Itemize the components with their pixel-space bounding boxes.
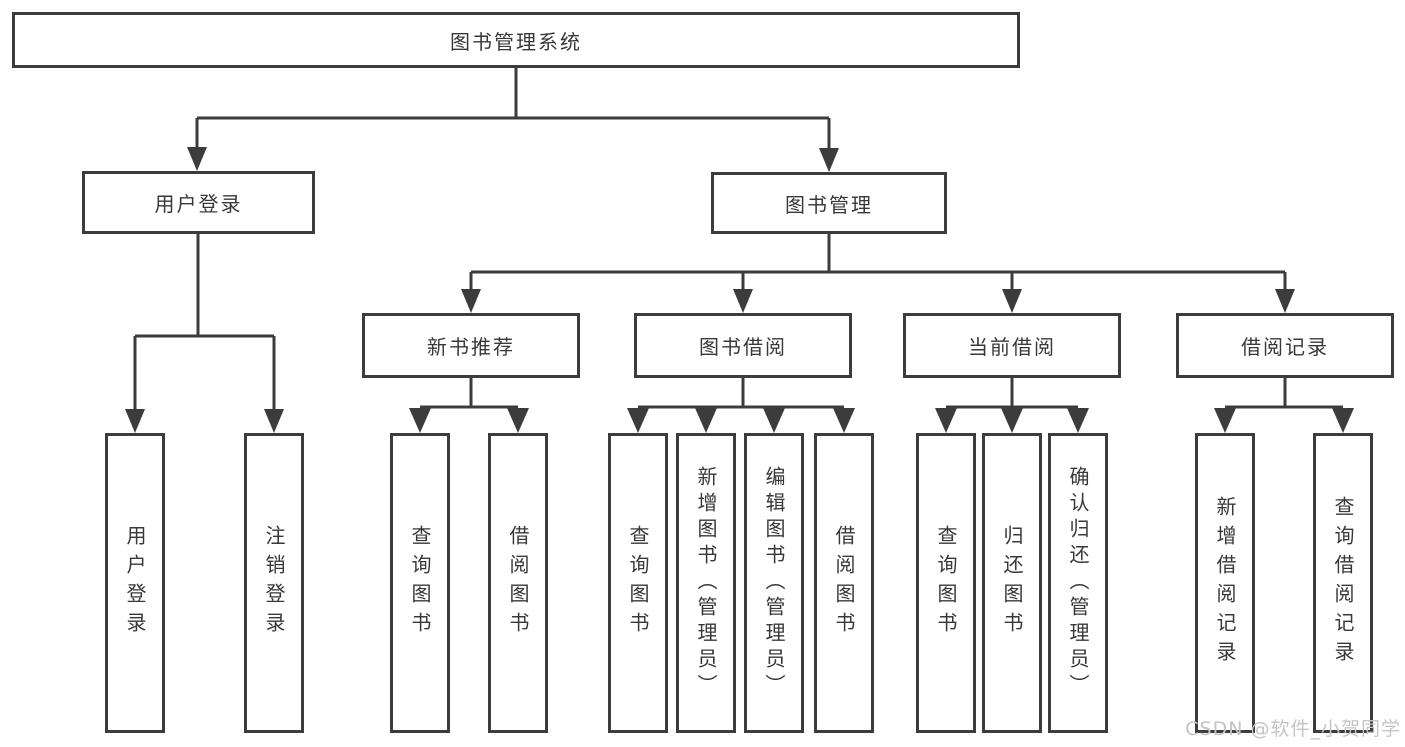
node-leaf-current-return: 归还图书 [982, 433, 1042, 733]
connector-bookborrow-to-children [627, 378, 855, 433]
node-leaf-borrow-borrow: 借阅图书 [814, 433, 874, 733]
node-current-borrow: 当前借阅 [903, 313, 1121, 378]
node-leaf-record-query: 查询借阅记录 [1313, 433, 1373, 733]
node-leaf-borrow-query: 查询图书 [608, 433, 668, 733]
node-leaf-current-query: 查询图书 [916, 433, 976, 733]
watermark: CSDN @软件_小贺同学 [1185, 718, 1401, 740]
node-leaf-user-login: 用户登录 [105, 433, 165, 733]
node-leaf-record-add: 新增借阅记录 [1195, 433, 1255, 733]
node-leaf-borrow-add-admin: 新增图书（管理员） [676, 433, 736, 733]
connector-root-to-level2 [187, 68, 839, 172]
node-book-borrow: 图书借阅 [634, 313, 852, 378]
node-new-book-recommend: 新书推荐 [362, 313, 580, 378]
connector-currentborrow-to-children [935, 378, 1089, 433]
connector-bookmgmt-to-level3 [461, 234, 1295, 313]
node-user-login: 用户登录 [82, 171, 315, 234]
node-leaf-newbook-query: 查询图书 [390, 433, 450, 733]
node-book-management: 图书管理 [711, 172, 947, 234]
connector-userlogin-to-children [125, 234, 284, 433]
node-leaf-current-confirm-admin: 确认归还（管理员） [1048, 433, 1108, 733]
node-leaf-borrow-edit-admin: 编辑图书（管理员） [744, 433, 804, 733]
node-borrow-records: 借阅记录 [1176, 313, 1394, 378]
connector-records-to-children [1214, 378, 1354, 433]
node-leaf-newbook-borrow: 借阅图书 [488, 433, 548, 733]
node-leaf-logout: 注销登录 [244, 433, 304, 733]
node-library-system-root: 图书管理系统 [12, 12, 1020, 68]
connector-newbook-to-children [409, 378, 529, 433]
